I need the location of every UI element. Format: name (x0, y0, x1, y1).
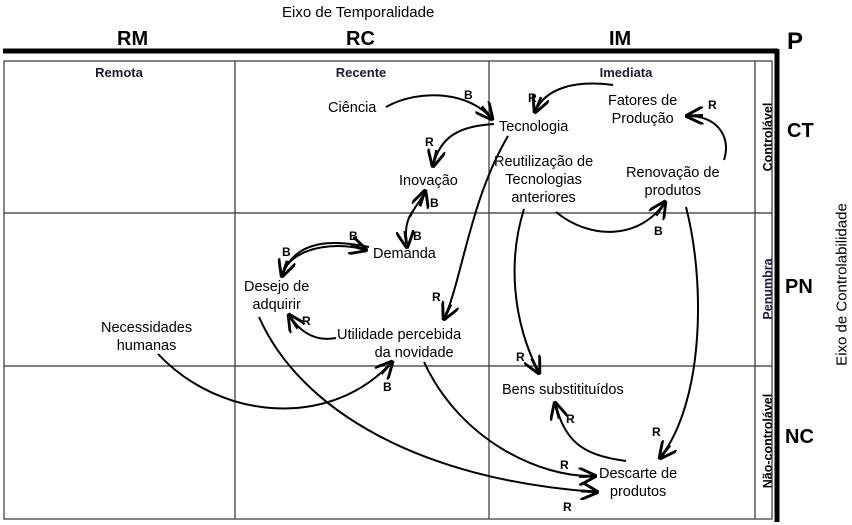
polarity-desejo-demanda: B (349, 229, 358, 243)
link-necessidades-utilidade (157, 353, 392, 410)
link-desejo-demanda (284, 246, 366, 269)
node-reutilizacao: Reutilização de Tecnologias anteriores (494, 153, 593, 207)
polarity-tecnologia-inovacao: R (425, 135, 434, 149)
link-tecnologia-inovacao (433, 123, 495, 166)
node-line: Produção (611, 111, 674, 127)
node-necessidades-humanas: Necessidades humanas (101, 319, 192, 355)
polarity-descarte-bens: R (566, 412, 575, 426)
node-line: adquirir (252, 297, 301, 313)
polarity-demanda-inovacao: B (430, 196, 439, 210)
node-desejo-de-adquirir: Desejo de adquirir (244, 278, 309, 314)
link-fatores-tecnologia (535, 82, 614, 112)
node-demanda-text: Demanda (373, 246, 436, 262)
node-line: Descarte de (599, 466, 678, 482)
link-descarte-bens (555, 403, 627, 462)
node-line: da novidade (374, 345, 454, 361)
node-line: Desejo de (244, 279, 310, 295)
control-code-nc: NC (785, 426, 814, 448)
node-renovacao-de-produtos: Renovação de produtos (626, 164, 720, 200)
polarity-tecnologia-utilidade: R (432, 290, 441, 304)
node-ciencia-text: Ciência (328, 100, 377, 116)
link-ciencia-tecnologia (385, 94, 492, 119)
control-code-pn: PN (785, 276, 813, 298)
polarity-desejo-descarte: R (563, 500, 572, 514)
link-reutilizacao-renovacao (555, 202, 665, 233)
column-header-imediata: Imediata (599, 65, 653, 80)
link-utilidade-desejo (289, 315, 337, 340)
link-tecnologia-utilidade (444, 135, 509, 319)
node-fatores-de-producao: Fatores de Produção (608, 92, 677, 128)
node-tecnologia-text: Tecnologia (499, 119, 569, 135)
grid (3, 60, 773, 520)
node-ciencia: Ciência (328, 99, 376, 117)
polarity-fatores-tecnologia: R (528, 91, 537, 105)
node-line: Fatores de (608, 93, 678, 109)
polarity-utilidade-descarte: R (560, 458, 569, 472)
node-line: Necessidades (101, 320, 193, 336)
node-inovacao-text: Inovação (399, 173, 458, 189)
node-tecnologia: Tecnologia (499, 118, 568, 136)
polarity-inovacao-demanda: B (413, 229, 422, 243)
node-descarte-de-produtos: Descarte de produtos (599, 465, 677, 501)
polarity-renovacao-descarte: R (652, 425, 661, 439)
node-line: produtos (644, 183, 701, 199)
corner-label-p: P (787, 28, 804, 55)
polarity-necessidades-utilidade: B (383, 380, 392, 394)
link-desejo-descarte (258, 316, 597, 492)
time-code-rm: RM (117, 28, 149, 50)
node-line: Reutilização de (494, 154, 594, 170)
link-renovacao-descarte (660, 206, 699, 458)
node-line: anteriores (511, 190, 576, 206)
temporal-axis-title: Eixo de Temporalidade (282, 4, 435, 21)
polarity-utilidade-desejo: R (302, 314, 311, 328)
link-reutilizacao-bens (513, 208, 539, 373)
column-header-remota: Remota (95, 65, 143, 80)
node-bens-substituidos: Bens substitituídos (502, 381, 624, 399)
link-renovacao-fatores (687, 116, 727, 161)
control-code-ct: CT (787, 120, 814, 142)
node-line: produtos (609, 484, 667, 500)
node-line: humanas (116, 338, 177, 354)
polarity-ciencia-tecnologia: B (464, 88, 473, 102)
node-demanda: Demanda (373, 245, 436, 263)
time-code-im: IM (609, 28, 632, 50)
polarity-reutilizacao-renovacao: B (654, 224, 663, 238)
node-line: Renovação de (626, 165, 720, 181)
time-code-rc: RC (346, 28, 375, 50)
column-header-recente: Recente (335, 65, 387, 80)
polarity-reutilizacao-bens: R (516, 350, 525, 364)
polarity-renovacao-fatores: R (708, 98, 717, 112)
polarity-demanda-desejo: B (282, 245, 291, 259)
link-utilidade-descarte (423, 361, 595, 476)
grid-frame (3, 60, 773, 520)
link-inovacao-demanda (406, 207, 416, 247)
node-bens-text: Bens substitituídos (502, 382, 624, 398)
node-utilidade-percebida: Utilidade percebida da novidade (337, 326, 461, 362)
node-inovacao: Inovação (399, 172, 458, 190)
node-line: Tecnologias (505, 172, 582, 188)
node-line: Utilidade percebida (337, 327, 462, 343)
